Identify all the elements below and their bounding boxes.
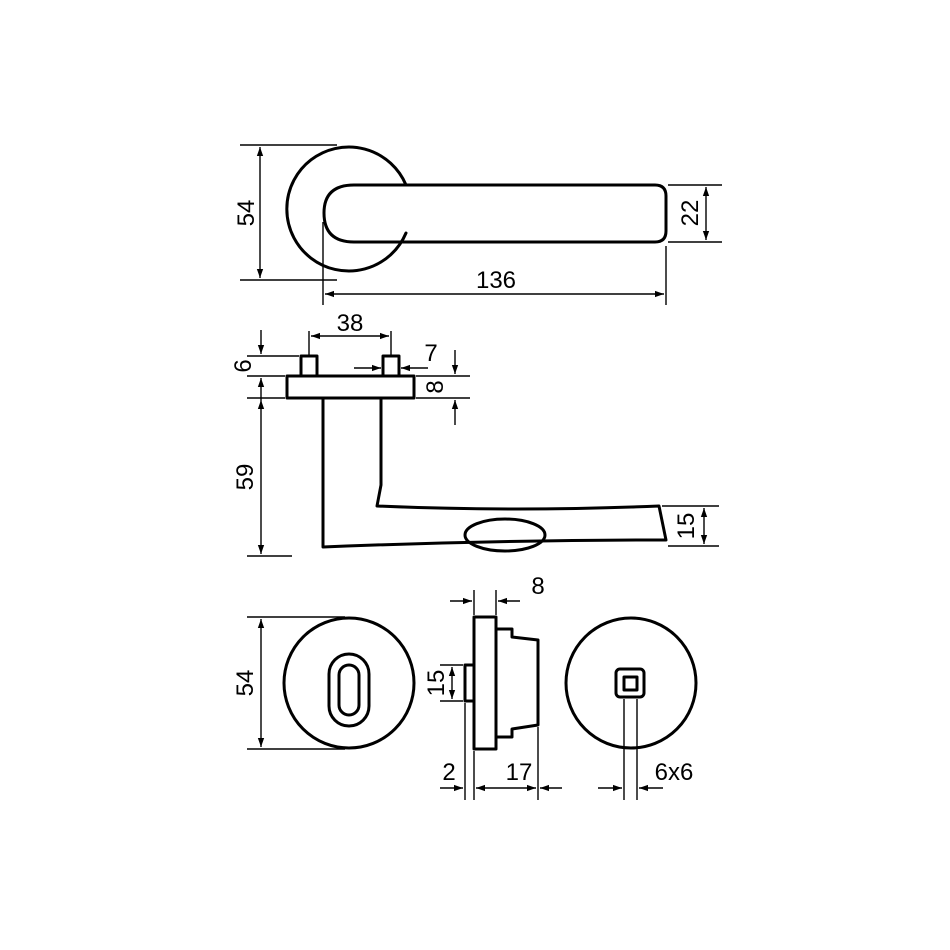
pin-spacing-label: 38 xyxy=(337,310,364,337)
escutcheon-flange xyxy=(472,615,498,751)
lever-length-label: 136 xyxy=(476,267,516,294)
key-height-label: 15 xyxy=(423,670,450,697)
escutcheon-front-view: 54 xyxy=(232,616,416,750)
lever-end-thickness-label: 15 xyxy=(673,513,700,540)
lever-grip-recess xyxy=(463,517,547,553)
turn-rose-outline xyxy=(564,616,698,750)
keyhole-inner xyxy=(337,663,361,717)
escutcheon-body xyxy=(494,627,540,739)
spindle-hole-outer xyxy=(614,667,646,699)
rose-diameter-label: 54 xyxy=(233,200,260,227)
pin-width-label: 7 xyxy=(424,340,437,367)
escutcheon-outline xyxy=(282,616,416,750)
lever-thickness-label: 22 xyxy=(677,200,704,227)
spindle-hole-square xyxy=(622,675,639,692)
rose-outline xyxy=(285,145,408,273)
side-view: 38 7 6 8 59 15 xyxy=(230,310,719,557)
rose-base xyxy=(285,374,416,400)
flange-thickness-label: 8 xyxy=(531,573,544,600)
escutcheon-side-view: 8 15 2 17 xyxy=(423,573,562,800)
spindle-size-label: 6x6 xyxy=(655,759,694,786)
keyhole-outer xyxy=(327,652,371,728)
lever-outline xyxy=(322,183,668,244)
rose-height-label: 8 xyxy=(422,380,449,393)
escutcheon-diameter-label: 54 xyxy=(232,670,259,697)
left-pin xyxy=(299,354,319,378)
key-depth-label: 2 xyxy=(442,759,455,786)
lever-side-profile xyxy=(321,396,668,549)
body-depth-label: 17 xyxy=(506,759,533,786)
lever-height-label: 59 xyxy=(232,464,259,491)
right-pin xyxy=(381,354,401,378)
key-cylinder-stub xyxy=(463,663,476,703)
top-view: 54 22 136 xyxy=(233,144,722,305)
turn-rose-view: 6x6 xyxy=(564,616,698,800)
pin-height-label: 6 xyxy=(230,359,257,372)
